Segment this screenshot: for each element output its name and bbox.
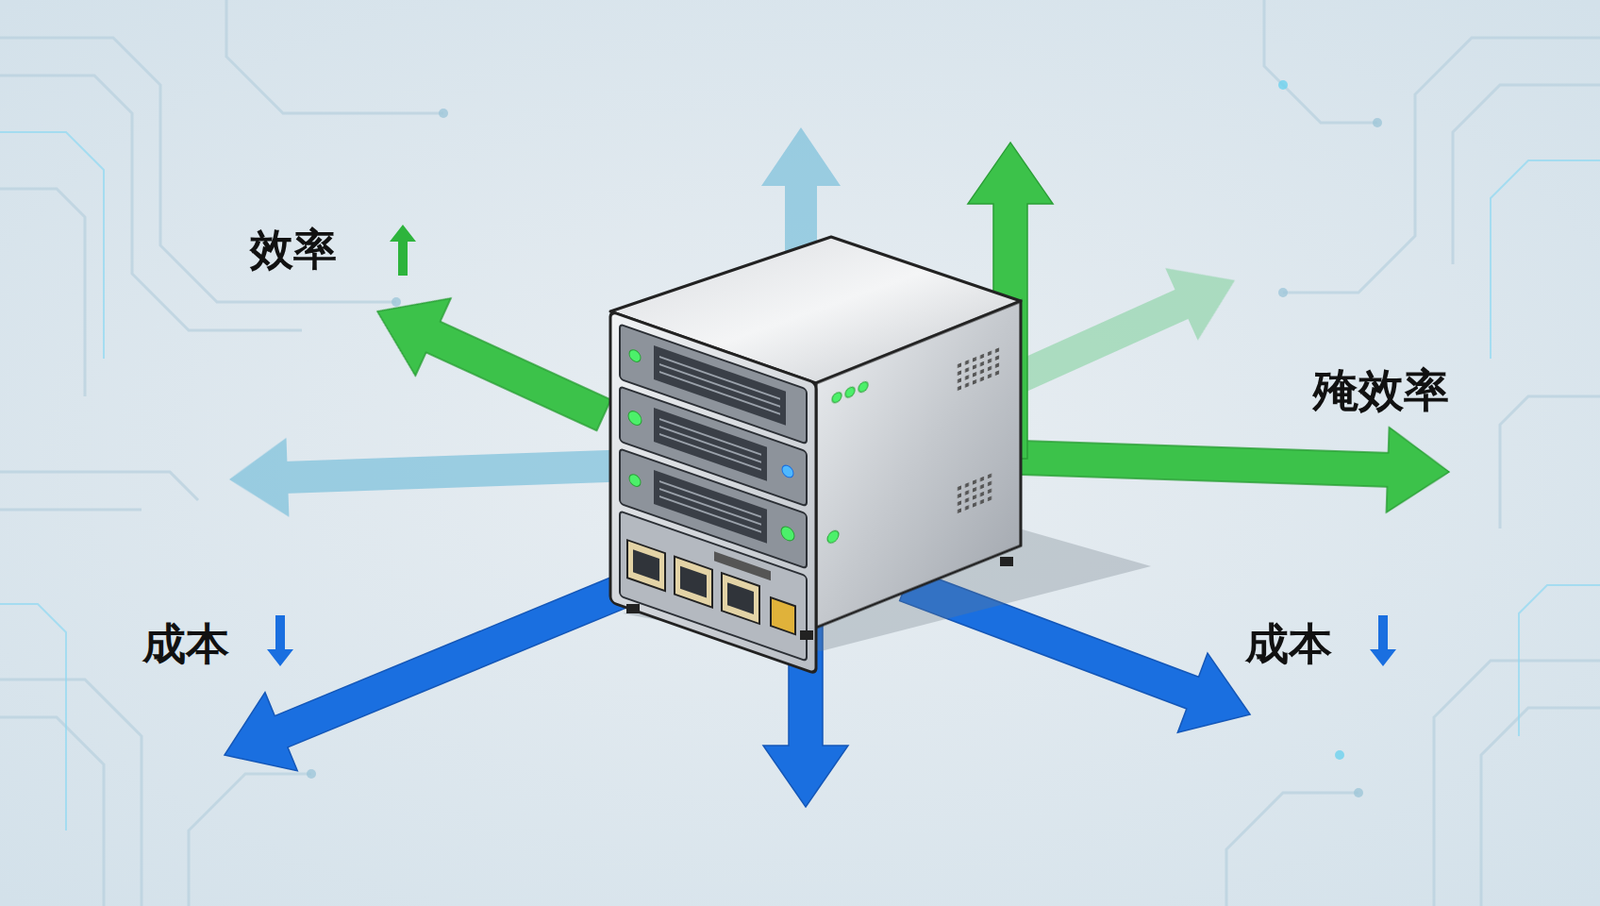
circuit-trace (1226, 792, 1359, 906)
circuit-pad (1353, 787, 1364, 798)
circuit-trace (0, 132, 104, 359)
down-indicator (266, 615, 294, 667)
circuit-pad (1372, 117, 1383, 128)
circuit-trace (1452, 84, 1600, 265)
circuit-trace (0, 603, 67, 831)
circuit-trace (1500, 396, 1600, 529)
circuit-trace (0, 75, 302, 331)
circuit-trace (188, 773, 312, 906)
label-text: 效率 (250, 224, 337, 275)
front-panel (610, 311, 817, 674)
circuit-trace (1433, 660, 1600, 906)
label-text: 殗效率 (1313, 364, 1450, 417)
status-led (858, 380, 868, 394)
label-text: 成本 (1245, 618, 1333, 669)
server-cube (610, 236, 1021, 674)
circuit-pad (306, 768, 317, 779)
circuit-pad (438, 108, 449, 118)
circuit-trace (1264, 0, 1378, 123)
status-led (827, 528, 839, 545)
cube-feet (626, 556, 1014, 640)
vent-area (957, 345, 1005, 412)
circuit-trace (1481, 707, 1600, 906)
green-arrow (359, 272, 622, 454)
circuit-trace (1518, 584, 1600, 736)
faded-arrow (228, 426, 616, 519)
circuit-trace (0, 679, 142, 906)
circuit-pad (391, 297, 401, 307)
circuit-pad (1334, 750, 1345, 760)
side-vents (957, 347, 1000, 514)
faded-arrow (1002, 244, 1251, 415)
circuit-trace (0, 188, 85, 397)
down-indicator (1369, 615, 1397, 667)
cube-side (816, 300, 1021, 628)
circuit-trace (1283, 37, 1600, 293)
circuit-pad (1278, 80, 1288, 90)
circuit-trace (0, 471, 199, 500)
indicator-arrows (266, 224, 1397, 667)
circuit-trace (0, 508, 142, 512)
green-arrow (1017, 415, 1451, 515)
io-panel (619, 510, 807, 661)
up-indicator (389, 224, 417, 276)
circuit-trace (226, 0, 444, 114)
status-led (832, 390, 842, 404)
status-led (845, 385, 855, 400)
circuit-pads (306, 80, 1383, 798)
label-text: 成本 (142, 618, 230, 669)
blue-arrow (208, 535, 678, 795)
side-panel (816, 300, 1021, 628)
circuit-trace (0, 37, 397, 302)
cube-front (610, 311, 817, 674)
circuit-trace (1490, 160, 1600, 359)
circuit-trace (0, 716, 104, 906)
circuit-pad (1278, 287, 1288, 298)
